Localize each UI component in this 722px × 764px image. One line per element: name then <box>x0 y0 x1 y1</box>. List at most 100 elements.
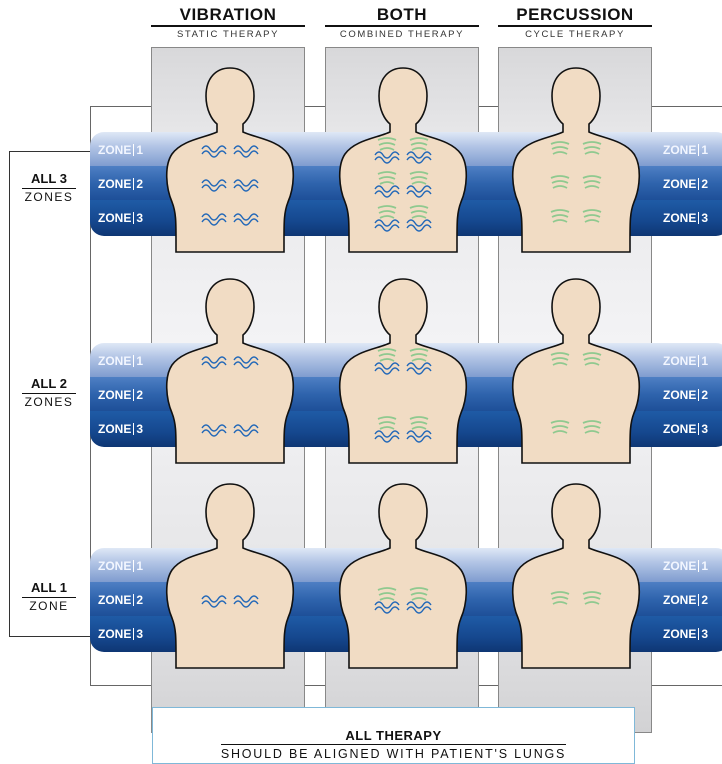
divider <box>325 25 479 27</box>
zone-separator <box>133 144 135 156</box>
torso-silhouette <box>165 67 295 253</box>
row-label-all-1: ALL 1 ZONE <box>14 581 84 613</box>
zone-separator <box>698 212 700 224</box>
zone-number: 1 <box>136 143 144 157</box>
wave-icon <box>201 356 259 369</box>
note-title: ALL THERAPY <box>345 728 442 743</box>
zone-number: 2 <box>136 177 144 191</box>
zone-number: 2 <box>136 593 144 607</box>
zone-number: 3 <box>701 627 709 641</box>
divider <box>22 597 76 598</box>
row-unit-label: ZONES <box>24 395 74 409</box>
patient-torso-percussion-row-3 <box>511 483 641 669</box>
zone-word: ZONE <box>98 211 132 225</box>
therapy-icons <box>201 595 259 608</box>
divider <box>22 188 76 189</box>
zone-2-label-right: ZONE 2 <box>663 177 708 191</box>
zone-separator <box>698 389 700 401</box>
row-count-label: ALL 2 <box>31 376 67 391</box>
percussion-icon <box>582 141 602 155</box>
therapy-icons <box>374 137 432 232</box>
wave-icon <box>374 430 432 443</box>
percussion-icon <box>582 591 602 605</box>
zone-word: ZONE <box>663 177 697 191</box>
patient-torso-both-row-1 <box>338 67 468 253</box>
zone-separator <box>698 628 700 640</box>
column-title: BOTH <box>376 5 428 24</box>
zone-word: ZONE <box>98 559 132 573</box>
column-header-vibration: VIBRATION STATIC THERAPY <box>151 6 305 40</box>
zone-number: 3 <box>136 627 144 641</box>
zone-separator <box>133 212 135 224</box>
zone-word: ZONE <box>663 211 697 225</box>
zone-number: 2 <box>136 388 144 402</box>
zone-word: ZONE <box>98 143 132 157</box>
zone-word: ZONE <box>98 388 132 402</box>
column-subtitle: COMBINED THERAPY <box>339 29 465 40</box>
torso-silhouette <box>511 278 641 464</box>
zone-separator <box>698 355 700 367</box>
zone-number: 2 <box>701 177 709 191</box>
wave-icon <box>374 151 432 164</box>
therapy-icons <box>374 587 432 614</box>
wave-icon <box>201 213 259 226</box>
therapy-alignment-note: ALL THERAPY SHOULD BE ALIGNED WITH PATIE… <box>152 707 635 764</box>
percussion-icon <box>409 348 429 362</box>
zone-number: 3 <box>701 422 709 436</box>
row-label-all-3: ALL 3 ZONES <box>14 172 84 204</box>
row-label-all-2: ALL 2 ZONES <box>14 377 84 409</box>
zone-word: ZONE <box>663 422 697 436</box>
therapy-icons <box>550 352 602 434</box>
therapy-icons <box>374 348 432 443</box>
wave-icon <box>374 601 432 614</box>
wave-icon <box>201 179 259 192</box>
row-unit-label: ZONES <box>24 190 74 204</box>
column-subtitle: STATIC THERAPY <box>176 29 280 40</box>
wave-icon <box>201 424 259 437</box>
percussion-icon <box>377 587 397 601</box>
patient-torso-both-row-3 <box>338 483 468 669</box>
torso-silhouette <box>165 483 295 669</box>
zone-separator <box>698 144 700 156</box>
patient-torso-percussion-row-2 <box>511 278 641 464</box>
zone-number: 1 <box>701 559 709 573</box>
wave-icon <box>201 145 259 158</box>
percussion-icon <box>409 416 429 430</box>
patient-torso-vibration-row-2 <box>165 278 295 464</box>
percussion-icon <box>377 205 397 219</box>
patient-torso-vibration-row-1 <box>165 67 295 253</box>
therapy-icons <box>201 356 259 437</box>
zone-number: 3 <box>701 211 709 225</box>
percussion-icon <box>582 175 602 189</box>
zone-word: ZONE <box>663 354 697 368</box>
zone-number: 3 <box>136 422 144 436</box>
divider <box>221 744 566 745</box>
therapy-icons <box>550 591 602 605</box>
zone-2-label-left: ZONE 2 <box>98 388 143 402</box>
column-title: PERCUSSION <box>516 5 634 24</box>
percussion-icon <box>582 420 602 434</box>
percussion-icon <box>377 416 397 430</box>
zone-number: 2 <box>701 593 709 607</box>
zone-word: ZONE <box>98 177 132 191</box>
zone-word: ZONE <box>98 354 132 368</box>
percussion-icon <box>377 171 397 185</box>
divider <box>22 393 76 394</box>
torso-silhouette <box>165 278 295 464</box>
percussion-icon <box>409 137 429 151</box>
zone-separator <box>698 560 700 572</box>
percussion-icon <box>550 175 570 189</box>
divider <box>151 25 305 27</box>
zone-word: ZONE <box>663 627 697 641</box>
row-count-label: ALL 1 <box>31 580 67 595</box>
column-subtitle: CYCLE THERAPY <box>525 29 625 40</box>
wave-icon <box>374 185 432 198</box>
